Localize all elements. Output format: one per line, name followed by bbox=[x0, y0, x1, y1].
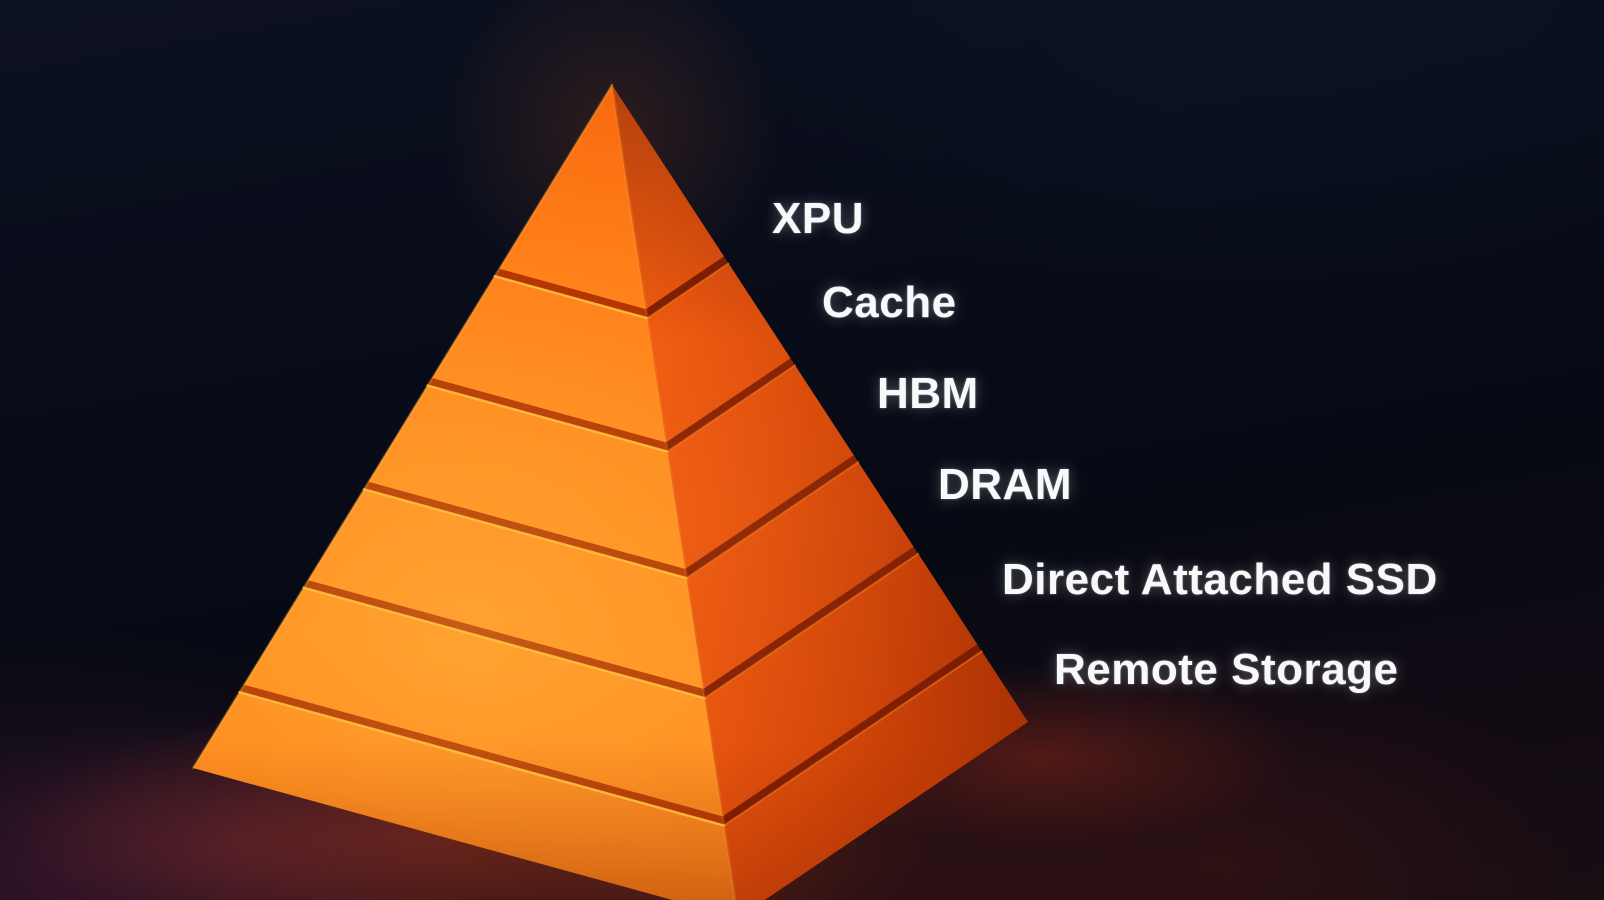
groove-lip-right-1 bbox=[646, 262, 730, 320]
label-remote-storage: Remote Storage bbox=[1054, 645, 1399, 694]
groove-lip-right-3 bbox=[685, 461, 860, 580]
left-edge-rim-light bbox=[191, 83, 614, 770]
groove-lip-front-3 bbox=[362, 488, 688, 580]
label-xpu: XPU bbox=[772, 194, 864, 243]
label-direct-attached-ssd: Direct Attached SSD bbox=[1002, 555, 1438, 604]
pyramid-bottom-shade bbox=[193, 85, 1028, 900]
corner-edge-highlight bbox=[610, 83, 737, 900]
groove-highlights bbox=[191, 83, 983, 900]
groove-lip-front-1 bbox=[493, 275, 649, 320]
groove-lip-front-2 bbox=[426, 384, 669, 453]
groove-lip-front-4 bbox=[302, 586, 706, 700]
label-hbm: HBM bbox=[877, 369, 979, 418]
label-cache: Cache bbox=[822, 278, 957, 327]
pyramid-lighting bbox=[193, 85, 1028, 900]
groove-lip-right-4 bbox=[703, 552, 920, 700]
groove-lip-front-5 bbox=[238, 691, 726, 827]
groove-lip-right-5 bbox=[723, 650, 983, 827]
label-dram: DRAM bbox=[938, 460, 1072, 509]
groove-lip-right-2 bbox=[666, 364, 796, 453]
